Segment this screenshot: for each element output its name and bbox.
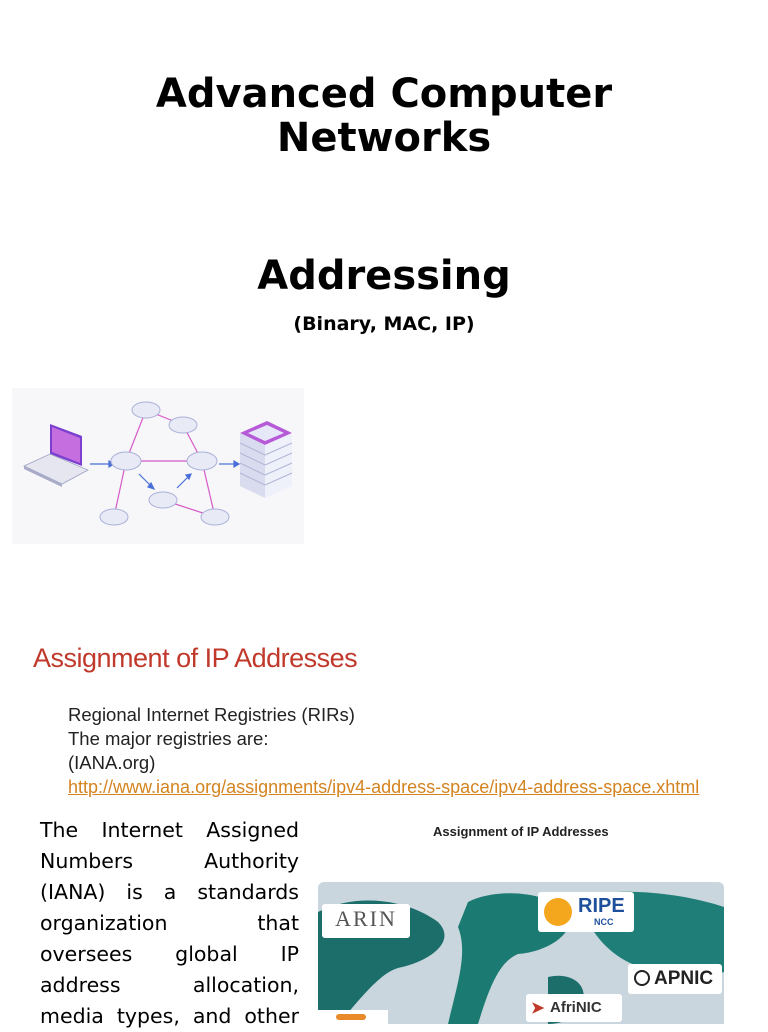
lacnic-swoosh-icon	[336, 1014, 366, 1020]
network-illustration	[12, 388, 304, 544]
arin-label: ARIN	[335, 906, 397, 931]
rir-world-map: ARIN RIPE NCC APNIC ➤ AfriNIC	[318, 882, 724, 1024]
laptop-icon	[23, 424, 89, 487]
section-title: Addressing	[257, 253, 511, 299]
ripe-badge: RIPE NCC	[538, 892, 634, 932]
slide-heading: Assignment of IP Addresses	[33, 643, 358, 673]
afrinic-label: AfriNIC	[550, 999, 602, 1016]
lacnic-badge-partial	[318, 1010, 388, 1024]
arin-badge: ARIN	[322, 904, 410, 938]
iana-link[interactable]: http://www.iana.org/assignments/ipv4-add…	[68, 777, 700, 797]
body-paragraph: The Internet Assigned Numbers Authority …	[40, 818, 299, 1028]
ripe-sun-icon	[544, 898, 572, 926]
title-line-2: Networks	[276, 115, 492, 161]
apnic-globe-icon	[634, 970, 650, 986]
apnic-badge: APNIC	[628, 964, 722, 994]
page-title: Advanced Computer Networks	[0, 72, 768, 160]
slide-line: (IANA.org)	[68, 752, 156, 773]
slide-line: The major registries are:	[68, 728, 269, 749]
afrinic-icon: ➤	[531, 1000, 545, 1017]
map-caption: Assignment of IP Addresses	[433, 824, 609, 839]
afrinic-badge: ➤ AfriNIC	[526, 994, 622, 1022]
slide-text: Regional Internet Registries (RIRs) The …	[68, 703, 758, 799]
ripe-sublabel: NCC	[594, 917, 614, 927]
apnic-label: APNIC	[654, 968, 714, 989]
slide-line: Regional Internet Registries (RIRs)	[68, 704, 355, 725]
ripe-label: RIPE	[578, 895, 625, 917]
title-line-1: Advanced Computer	[155, 71, 613, 117]
section-subnote: (Binary, MAC, IP)	[293, 313, 475, 335]
server-icon	[239, 421, 293, 498]
